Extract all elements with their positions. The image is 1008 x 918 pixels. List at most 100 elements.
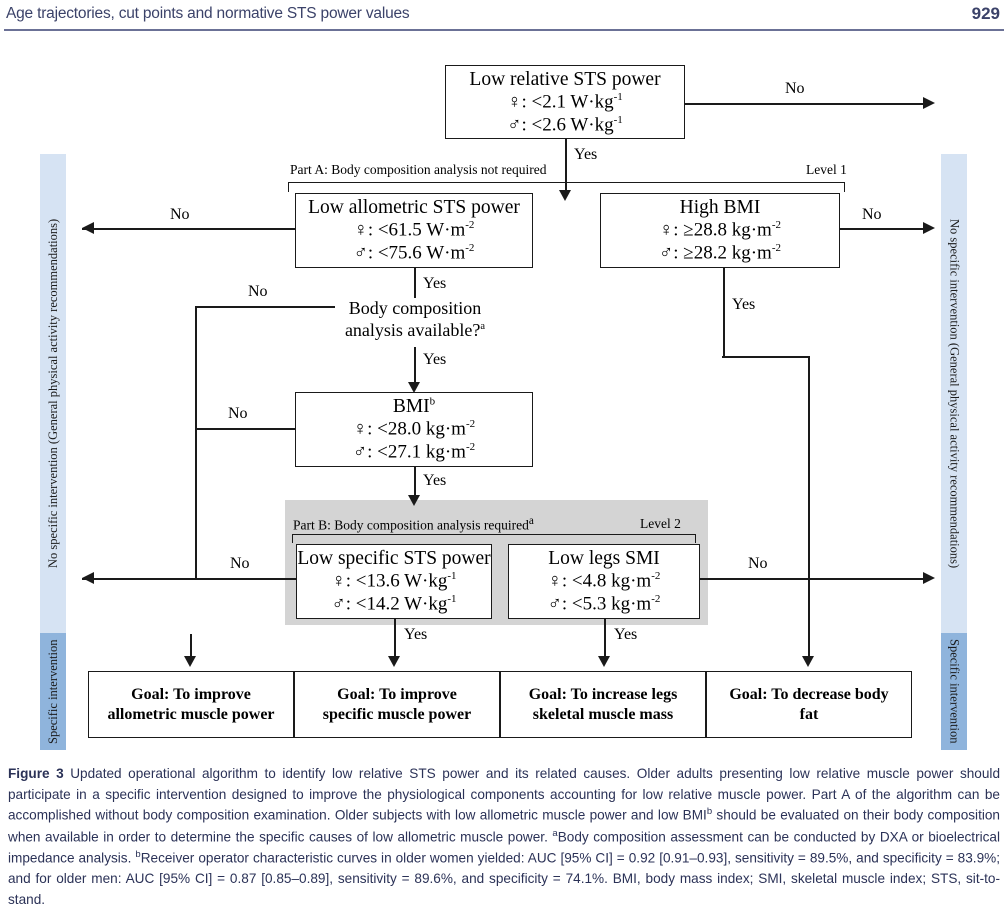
node-low-allometric-sts-power-female: ♀: <61.5 W·m-2 <box>354 219 475 242</box>
left-bar-no-intervention: No specific intervention (General physic… <box>40 154 66 633</box>
figure-caption-p4: Receiver operator characteristic curves … <box>8 850 1001 907</box>
part-a-bracket <box>288 182 845 192</box>
node-bmi-female: ♀: <28.0 kg·m-2 <box>353 418 475 441</box>
node-low-relative-sts-power-male: ♂: <2.6 W·kg-1 <box>507 114 623 137</box>
figure-caption-p1: Updated operational algorithm to identif… <box>8 766 1000 823</box>
node-low-legs-smi[interactable]: Low legs SMI ♀: <4.8 kg·m-2 ♂: <5.3 kg·m… <box>508 544 700 619</box>
node-low-relative-sts-power-female: ♀: <2.1 W·kg-1 <box>507 91 623 114</box>
edge-highbmi-yes-v1 <box>723 268 725 357</box>
figure-algorithm-diagram: No specific intervention (General physic… <box>0 34 1008 760</box>
goal-box-decrease-body-fat[interactable]: Goal: To decrease body fat <box>706 671 912 738</box>
edge-label-specific-no: No <box>230 555 250 572</box>
figure-caption-sup2: a <box>552 827 558 839</box>
goal-line-1: Goal: To improve <box>337 685 457 703</box>
node-high-bmi[interactable]: High BMI ♀: ≥28.8 kg·m-2 ♂: ≥28.2 kg·m-2 <box>600 193 840 268</box>
female-exponent: -2 <box>771 219 781 232</box>
left-bar-specific-intervention: Specific intervention <box>40 633 66 750</box>
edge-label-highbmi-no: No <box>862 206 882 223</box>
male-exponent: -1 <box>613 113 623 126</box>
edge-label-relative-no: No <box>785 80 805 97</box>
node-bmi-title-text: BMI <box>392 396 430 418</box>
edge-allometric-yes-line <box>414 268 416 315</box>
goal-box-specific-muscle-power[interactable]: Goal: To improve specific muscle power <box>294 671 500 738</box>
node-high-bmi-female: ♀: ≥28.8 kg·m-2 <box>659 219 781 242</box>
node-body-composition-question[interactable]: Body composition analysis available?a <box>335 298 495 342</box>
goal-line-1: Goal: To improve <box>131 685 251 703</box>
part-a-level-label: Level 1 <box>806 162 847 177</box>
left-bar-specific-intervention-label: Specific intervention <box>45 639 60 744</box>
footnote-marker-b: b <box>429 395 436 408</box>
part-a-label: Part A: Body composition analysis not re… <box>290 162 547 177</box>
node-body-composition-question-line2: analysis available? <box>344 319 481 340</box>
node-low-specific-sts-power[interactable]: Low specific STS power ♀: <13.6 W·kg-1 ♂… <box>296 544 492 619</box>
goal-box-specific-muscle-power-label: Goal: To improve specific muscle power <box>323 685 471 725</box>
footnote-marker-a: a <box>480 320 486 332</box>
node-body-composition-question-line1: Body composition <box>348 298 482 318</box>
female-value: ♀: <28.0 kg·m <box>352 418 466 440</box>
left-bar-no-intervention-label: No specific intervention (General physic… <box>45 218 60 569</box>
male-value: ♂: <5.3 kg·m <box>547 593 652 615</box>
node-low-relative-sts-power[interactable]: Low relative STS power ♀: <2.1 W·kg-1 ♂:… <box>445 65 685 139</box>
goal-line-2: fat <box>799 705 819 723</box>
node-low-allometric-sts-power[interactable]: Low allometric STS power ♀: <61.5 W·m-2 … <box>295 193 533 268</box>
left-collector-out <box>82 578 196 580</box>
node-bmi[interactable]: BMIb ♀: <28.0 kg·m-2 ♂: <27.1 kg·m-2 <box>295 392 533 467</box>
part-b-label-text: Part B: Body composition analysis requir… <box>293 517 529 533</box>
male-exponent: -1 <box>447 593 457 605</box>
edge-label-bmi-yes: Yes <box>423 472 447 489</box>
edge-label-smi-no: No <box>748 555 768 572</box>
header-divider <box>4 29 1004 31</box>
running-head: Age trajectories, cut points and normati… <box>0 0 1008 34</box>
right-bar-no-intervention-label: No specific intervention (General physic… <box>947 218 962 569</box>
edge-highbmi-yes-v2 <box>808 356 810 661</box>
female-value: ♀: ≥28.8 kg·m <box>659 219 772 241</box>
figure-caption-p3: Body composition assessment can be condu… <box>8 829 1001 866</box>
node-high-bmi-male: ♂: ≥28.2 kg·m-2 <box>659 242 781 265</box>
goal-box-skeletal-muscle-mass[interactable]: Goal: To increase legs skeletal muscle m… <box>500 671 706 738</box>
running-head-title: Age trajectories, cut points and normati… <box>6 5 410 22</box>
goal-line-2: specific muscle power <box>322 705 472 723</box>
node-low-allometric-sts-power-title: Low allometric STS power <box>308 197 520 219</box>
edge-label-specific-yes: Yes <box>404 626 428 643</box>
figure-caption-sup1: b <box>706 806 713 818</box>
figure-caption-label: Figure 3 <box>8 766 64 781</box>
edge-allometric-no-line <box>82 228 295 230</box>
male-exponent: -2 <box>465 242 475 254</box>
edge-relative-yes-line <box>565 139 567 195</box>
figure-caption: Figure 3 Updated operational algorithm t… <box>8 764 1000 910</box>
left-collector-trunk <box>195 306 197 579</box>
edge-highbmi-no-line <box>840 228 925 230</box>
edge-specific-yes-arrowhead <box>388 656 400 667</box>
page-number: 929 <box>971 4 1000 23</box>
edge-bodycomp-yes-line <box>414 347 416 387</box>
male-value: ♂: <14.2 W·kg <box>331 593 448 615</box>
edge-bmi-yes-arrowhead <box>408 495 420 506</box>
goal-box-allometric-muscle-power[interactable]: Goal: To improve allometric muscle power <box>88 671 294 738</box>
node-low-legs-smi-female: ♀: <4.8 kg·m-2 <box>548 570 661 593</box>
edge-specific-no-line <box>195 578 296 580</box>
edge-highbmi-yes-h1 <box>722 356 809 358</box>
edge-goal1-arrowhead <box>184 656 196 667</box>
female-value: ♀: <61.5 W·m <box>353 219 466 241</box>
male-value: ♂: ≥28.2 kg·m <box>659 242 772 264</box>
edge-bmi-no-line <box>195 428 295 430</box>
edge-smi-no-line <box>700 578 925 580</box>
goal-box-allometric-muscle-power-label: Goal: To improve allometric muscle power <box>107 685 274 725</box>
edge-label-bodycomp-no: No <box>248 283 268 300</box>
footnote-marker-a: a <box>528 515 534 527</box>
edge-label-smi-yes: Yes <box>614 626 638 643</box>
male-value: ♂: <75.6 W·m <box>353 242 466 264</box>
goal-box-skeletal-muscle-mass-label: Goal: To increase legs skeletal muscle m… <box>529 685 678 725</box>
edge-relative-no-arrowhead <box>923 97 935 109</box>
node-low-relative-sts-power-title: Low relative STS power <box>469 68 661 90</box>
edge-label-bodycomp-yes: Yes <box>423 351 447 368</box>
node-bmi-male: ♂: <27.1 kg·m-2 <box>353 441 475 464</box>
edge-label-highbmi-yes: Yes <box>732 296 756 313</box>
part-b-level-label: Level 2 <box>640 516 681 531</box>
edge-relative-yes-arrowhead <box>559 190 571 201</box>
male-value: ♂: <2.6 W·kg <box>507 113 614 135</box>
edge-smi-yes-arrowhead <box>598 656 610 667</box>
male-exponent: -2 <box>465 441 476 453</box>
goal-line-2: skeletal muscle mass <box>532 705 674 723</box>
female-exponent: -1 <box>447 570 457 583</box>
